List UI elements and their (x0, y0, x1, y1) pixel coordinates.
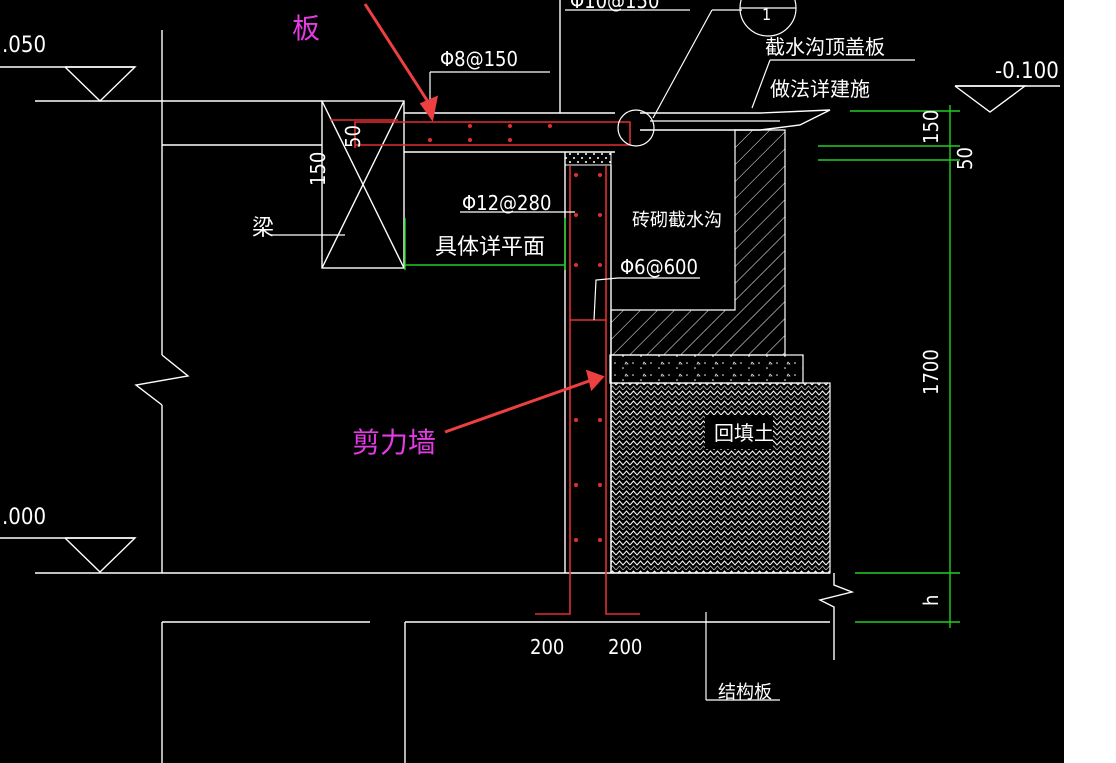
slab-thickness-label: 150 (306, 152, 330, 186)
wall-thickness-2: 200 (608, 635, 642, 659)
by-arch-label: 做法详建施 (770, 77, 870, 101)
annotation-arrows (363, 3, 605, 434)
leader-lines (270, 0, 915, 701)
rebar-tie-label: Φ6@600 (620, 255, 698, 279)
dim-50-label: 50 (953, 147, 977, 170)
beam-label: 梁 (252, 216, 274, 241)
wall-thickness-1: 200 (530, 635, 564, 659)
slab-small-dim-label: 50 (341, 125, 365, 148)
rebar-top-cut-label: Φ10@150 (570, 0, 659, 13)
rebar-dots (428, 124, 602, 542)
annotation-text: 板 剪力墙 (292, 12, 436, 459)
rebar-slab-label: Φ8@150 (440, 47, 518, 71)
backfill-label: 回填土 (714, 421, 774, 445)
dim-h-label: h (919, 595, 943, 606)
see-plan-label: 具体详平面 (435, 235, 545, 260)
brick-trench (609, 109, 831, 574)
drawing-background (0, 0, 1064, 763)
elevation-bottom-left: .000 (2, 505, 46, 530)
elevation-top-left: .050 (2, 33, 46, 58)
elevation-markers (0, 66, 1060, 573)
slab-annotation: 板 (292, 12, 320, 45)
elevation-right: -0.100 (995, 59, 1059, 84)
rebar-wall-label: Φ12@280 (462, 191, 551, 215)
trench-label: 砖砌截水沟 (632, 210, 722, 231)
rebar-lines (330, 119, 640, 615)
wall-cap (564, 151, 612, 166)
cover-plate-label: 截水沟顶盖板 (765, 35, 885, 59)
detail-ref-number: 1 (762, 5, 771, 24)
drawing-text: .050 .000 -0.100 Φ10@150 Φ8@150 150 50 梁… (2, 0, 1059, 703)
shear-wall-annotation: 剪力墙 (352, 426, 436, 459)
dim-150-label: 150 (919, 110, 943, 144)
struct-slab-label: 结构板 (718, 682, 772, 703)
dim-1700-label: 1700 (919, 349, 943, 395)
dimension-lines (404, 105, 960, 628)
